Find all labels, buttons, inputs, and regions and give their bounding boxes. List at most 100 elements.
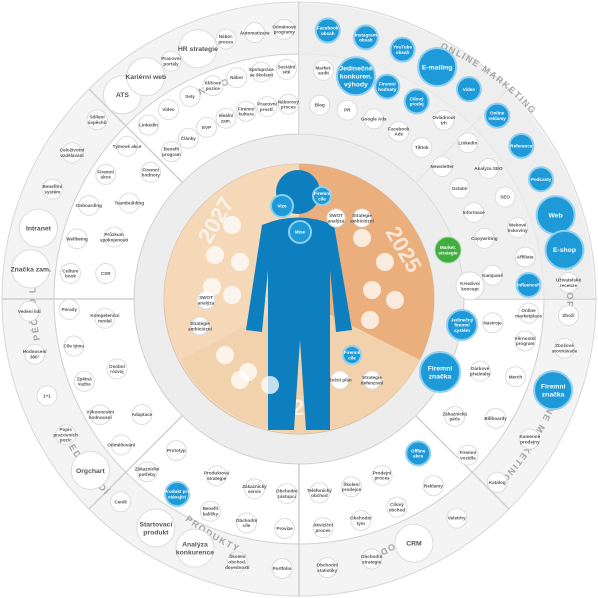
node-bubble — [308, 482, 330, 504]
inner-bottom-sector — [180, 299, 420, 434]
node-bubble — [164, 481, 191, 508]
node-label: Tiktok — [415, 145, 429, 150]
node-obchod-0: CRM — [394, 523, 434, 563]
node-bubble — [63, 335, 85, 357]
node-bubble — [446, 507, 468, 529]
node-pece-6: Wellbeing — [66, 228, 88, 250]
node-label: EVP — [202, 125, 211, 130]
node-nabor-16: EVP — [196, 116, 218, 138]
decorative-bubble — [361, 311, 379, 329]
node-bubble — [215, 107, 237, 129]
node-bubble — [312, 517, 334, 539]
decorative-bubble — [216, 346, 234, 364]
node-nabor-5: Automatizace — [240, 22, 270, 44]
node-label: Copywriting — [471, 236, 498, 241]
node-bubble — [243, 478, 265, 500]
node-bubble — [235, 100, 257, 122]
node-bubble — [179, 85, 201, 107]
node-bubble — [388, 120, 410, 142]
node-label: SEO — [500, 195, 510, 200]
node-bubble — [350, 510, 372, 532]
node-bubble — [175, 528, 215, 568]
node-label: CSR — [101, 271, 111, 276]
node-eshop-0: E-shop — [544, 229, 585, 270]
node-online-22: Tiktok — [411, 136, 433, 158]
node-bubble — [136, 461, 158, 483]
node-pece-1: Intranet — [18, 208, 58, 248]
node-bubble — [160, 50, 182, 72]
node-nabor-3: HR strategie — [178, 29, 218, 69]
node-label: Cíle týmu — [64, 344, 85, 349]
node-bubble — [73, 370, 95, 392]
node-bubble — [78, 194, 100, 216]
node-bubble — [477, 158, 499, 180]
node-bubble — [389, 36, 416, 63]
decorative-bubble — [206, 246, 224, 264]
node-label: Kampaně — [482, 273, 503, 278]
node-label: Porady — [61, 307, 77, 312]
node-bubble — [446, 309, 478, 341]
node-bubble — [455, 76, 482, 103]
node-bubble — [250, 61, 272, 83]
node-center-3: Market.strategie — [434, 236, 462, 264]
node-bubble — [136, 508, 176, 548]
node-label: Google Ads — [361, 117, 387, 122]
decorative-bubble — [223, 286, 241, 304]
node-label: Blog — [315, 103, 325, 108]
node-eshop-9: Nástroje — [482, 312, 504, 334]
node-bubble — [24, 343, 46, 365]
node-center-1: Mise — [288, 220, 312, 244]
node-bubble — [473, 227, 495, 249]
node-online-18: Blog — [309, 94, 331, 116]
node-vedeni-10: Adaptace — [131, 404, 153, 426]
node-label: Zboží — [562, 313, 575, 318]
node-bubble — [110, 434, 132, 456]
node-bubble — [126, 57, 166, 97]
node-online-4: Video — [455, 76, 482, 103]
node-bubble — [433, 109, 455, 131]
node-label: Články — [181, 135, 197, 141]
node-bubble — [363, 108, 385, 130]
node-label: Mise — [295, 230, 306, 235]
node-vedeni-4: Vedení lidí — [18, 300, 41, 322]
node-vedeni-0: Orgchart — [70, 450, 110, 490]
node-vedeni-5: Odměňování — [107, 434, 136, 456]
node-bubble — [131, 404, 153, 426]
node-bubble — [553, 337, 575, 359]
node-bubble — [514, 330, 536, 352]
node-bubble — [434, 236, 462, 264]
node-bubble — [235, 512, 257, 534]
node-online-14: LinkedIn — [457, 132, 479, 154]
